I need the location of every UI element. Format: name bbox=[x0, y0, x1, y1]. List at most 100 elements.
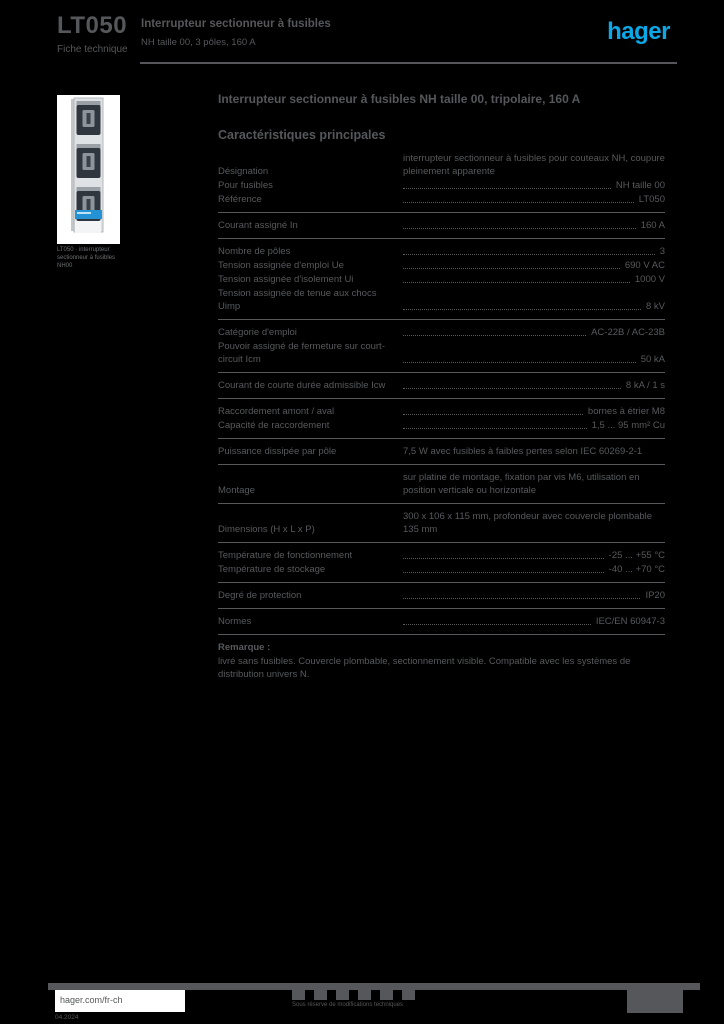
spec-row: Température de fonctionnement -25 ... +55… bbox=[218, 549, 665, 562]
product-description-line1: Interrupteur sectionneur à fusibles bbox=[141, 18, 331, 30]
cert-icon bbox=[314, 987, 327, 1000]
spec-label: Tension assignée d'isolement Ui bbox=[218, 274, 354, 285]
spec-value: 8 kA / 1 s bbox=[625, 380, 665, 391]
spec-value: AC-22B / AC-23B bbox=[591, 327, 665, 338]
group-separator bbox=[218, 438, 665, 439]
spec-row: Pouvoir assigné de fermeture sur court-c… bbox=[218, 340, 665, 366]
spec-label: Puissance dissipée par pôle bbox=[218, 446, 337, 457]
hager-logo: hager bbox=[607, 18, 670, 45]
spec-value: 160 A bbox=[640, 220, 665, 231]
characteristics-table: Désignation interrupteur sectionneur à fu… bbox=[218, 152, 665, 681]
cert-icon bbox=[336, 987, 349, 1000]
spec-label: Température de fonctionnement bbox=[218, 550, 353, 561]
leader-line bbox=[403, 427, 587, 429]
spec-value: interrupteur sectionneur à fusibles pour… bbox=[403, 153, 665, 177]
fuse-switch-illustration bbox=[71, 97, 104, 233]
product-image-caption: LT050 · interrupteur sectionneur à fusib… bbox=[57, 247, 116, 269]
spec-value: IP20 bbox=[645, 590, 665, 601]
spec-row: Raccordement amont / aval bornes à étrier… bbox=[218, 405, 665, 418]
cert-icon bbox=[402, 987, 415, 1000]
cert-icon bbox=[380, 987, 393, 1000]
spec-value: LT050 bbox=[638, 194, 665, 205]
spec-row: Dimensions (H x L x P) 300 x 106 x 115 mm… bbox=[218, 510, 665, 536]
group-separator bbox=[218, 503, 665, 504]
spec-label: Dimensions (H x L x P) bbox=[218, 524, 315, 535]
edition-label: 04.2024 bbox=[55, 1014, 79, 1021]
main-content: Interrupteur sectionneur à fusibles NH t… bbox=[218, 92, 665, 681]
leader-line bbox=[403, 227, 636, 229]
footer-website-box: hager.com/fr-ch bbox=[55, 990, 185, 1012]
spec-label: Nombre de pôles bbox=[218, 246, 291, 257]
spec-label: Normes bbox=[218, 616, 252, 627]
spec-label: Température de stockage bbox=[218, 564, 326, 575]
spec-value: 8 kV bbox=[645, 301, 665, 312]
product-description-line2: NH taille 00, 3 pôles, 160 A bbox=[141, 37, 256, 48]
spec-label: Référence bbox=[218, 194, 262, 205]
spec-label: Catégorie d'emploi bbox=[218, 327, 297, 338]
leader-line bbox=[403, 267, 620, 269]
spec-value: 300 x 106 x 115 mm, profondeur avec couv… bbox=[403, 511, 653, 535]
cert-icon bbox=[292, 987, 305, 1000]
leader-line bbox=[403, 361, 636, 363]
spec-row: Température de stockage-40 ... +70 °C bbox=[218, 563, 665, 576]
spec-value: IEC/EN 60947-3 bbox=[595, 616, 665, 627]
spec-row: Pour fusibles NH taille 00 bbox=[218, 179, 665, 192]
leader-line bbox=[403, 597, 641, 599]
spec-row: Normes IEC/EN 60947-3 bbox=[218, 615, 665, 628]
spec-row: Référence LT050 bbox=[218, 193, 665, 206]
spec-row: Tension assignée de tenue aux chocs Uimp… bbox=[218, 287, 665, 313]
spec-value: bornes à étrier M8 bbox=[587, 406, 665, 417]
leader-line bbox=[403, 413, 583, 415]
group-separator bbox=[218, 238, 665, 239]
group-separator bbox=[218, 212, 665, 213]
leader-line bbox=[403, 387, 621, 389]
header-divider bbox=[140, 62, 677, 64]
certification-caption: Sous réserve de modifications techniques bbox=[292, 1002, 404, 1008]
cert-icon bbox=[358, 987, 371, 1000]
note-text: livré sans fusibles. Couvercle plombable… bbox=[218, 656, 631, 680]
leader-line bbox=[403, 571, 604, 573]
spec-label: Tension assignée de tenue aux chocs Uimp bbox=[218, 288, 377, 312]
spec-row: Tension assignée d'emploi Ue 690 V AC bbox=[218, 259, 665, 272]
spec-label: Degré de protection bbox=[218, 590, 302, 601]
spec-value: -25 ... +55 °C bbox=[608, 550, 665, 561]
spec-label: Courant de courte durée admissible Icw bbox=[218, 380, 386, 391]
leader-line bbox=[403, 281, 630, 283]
spec-row: Courant de courte durée admissible Icw 8 … bbox=[218, 379, 665, 392]
leader-line bbox=[403, 253, 655, 255]
spec-value: 1000 V bbox=[634, 274, 665, 285]
certification-logos bbox=[292, 987, 415, 1000]
spec-value: 50 kA bbox=[640, 354, 665, 365]
spec-row: Catégorie d'emploi AC-22B / AC-23B bbox=[218, 326, 665, 339]
spec-value: sur platine de montage, fixation par vis… bbox=[403, 472, 640, 496]
spec-label: Désignation bbox=[218, 166, 269, 177]
spec-label: Pour fusibles bbox=[218, 180, 273, 191]
section-heading: Caractéristiques principales bbox=[218, 128, 386, 142]
page-title: Interrupteur sectionneur à fusibles NH t… bbox=[218, 92, 581, 106]
leader-line bbox=[403, 308, 641, 310]
group-separator bbox=[218, 582, 665, 583]
spec-value: NH taille 00 bbox=[615, 180, 665, 191]
group-separator bbox=[218, 542, 665, 543]
leader-line bbox=[403, 334, 587, 336]
note-label: Remarque : bbox=[218, 642, 271, 653]
group-separator bbox=[218, 634, 665, 635]
group-separator bbox=[218, 608, 665, 609]
document-type-label: Fiche technique bbox=[57, 44, 128, 55]
product-reference: LT050 bbox=[57, 12, 128, 39]
leader-line bbox=[403, 557, 604, 559]
spec-row: Degré de protection IP20 bbox=[218, 589, 665, 602]
footer-brand-block bbox=[627, 987, 683, 1013]
footer-bar bbox=[48, 983, 700, 990]
group-separator bbox=[218, 398, 665, 399]
spec-value: 690 V AC bbox=[624, 260, 665, 271]
group-separator bbox=[218, 372, 665, 373]
spec-label: Tension assignée d'emploi Ue bbox=[218, 260, 344, 271]
spec-label: Raccordement amont / aval bbox=[218, 406, 335, 417]
website-link[interactable]: hager.com/fr-ch bbox=[60, 995, 123, 1005]
